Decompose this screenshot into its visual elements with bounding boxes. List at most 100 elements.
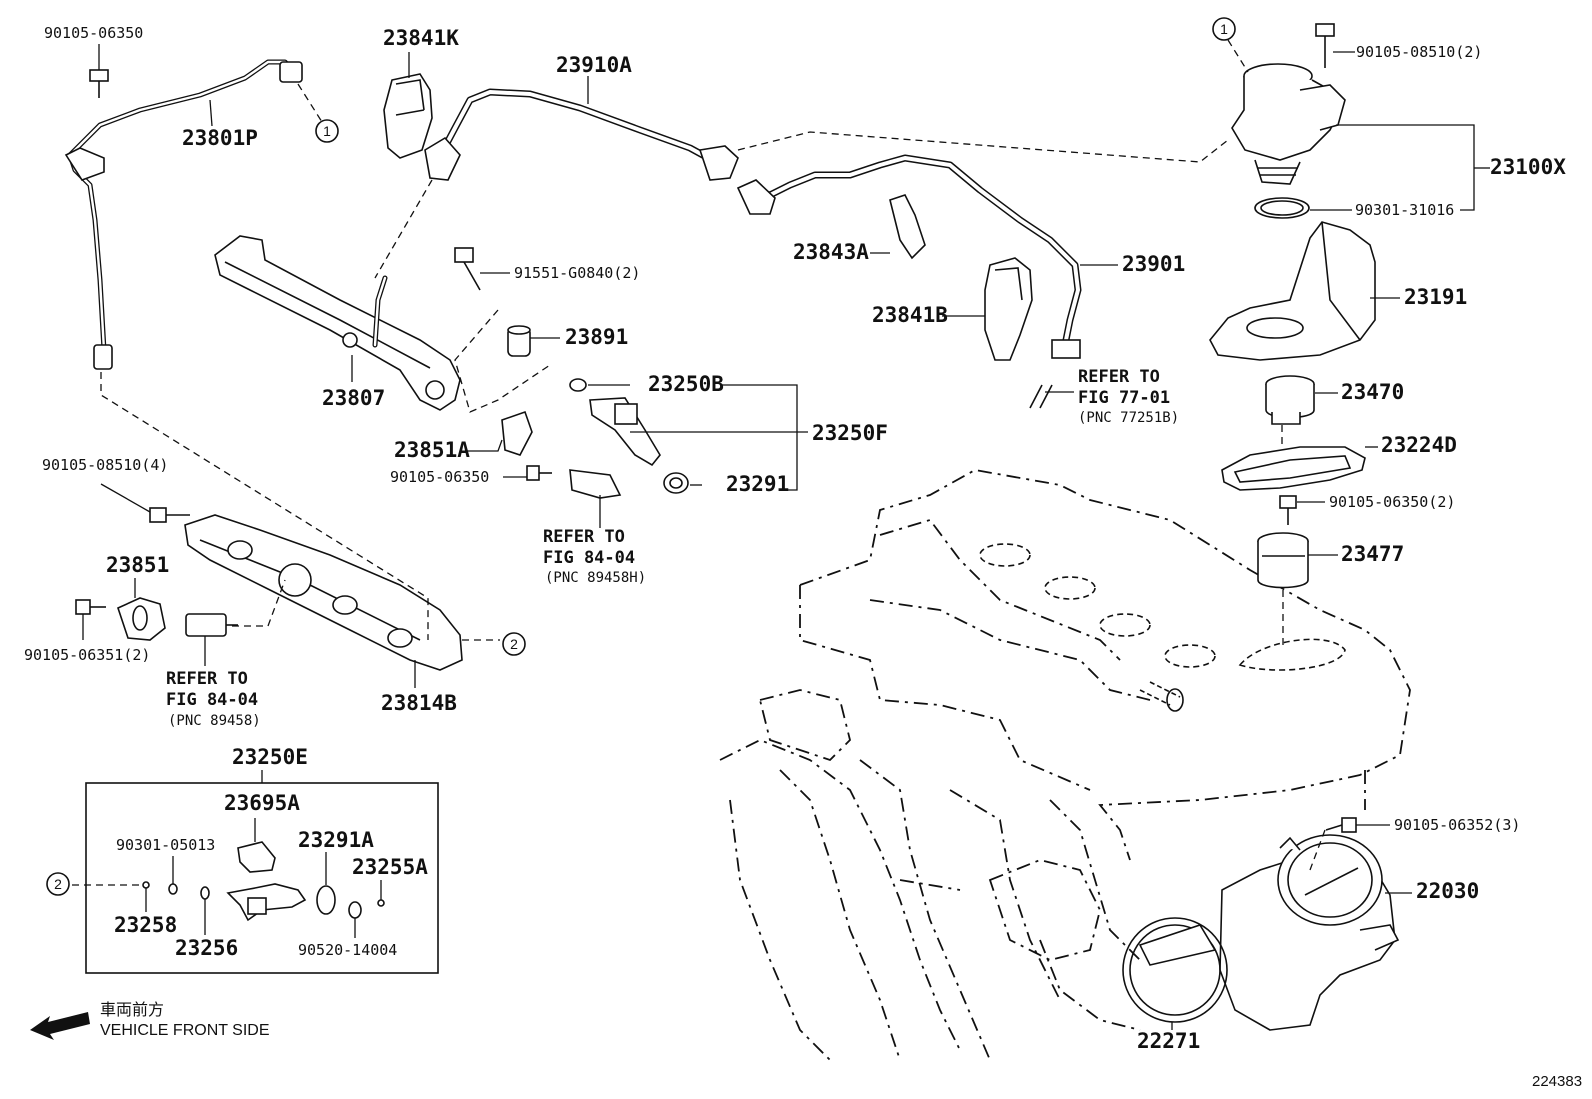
part-label: 23250E	[232, 745, 308, 769]
svg-text:2: 2	[510, 636, 518, 652]
fuel-pipe-23801P	[64, 59, 303, 370]
dashed-relation-lines	[72, 39, 1326, 886]
housing-23477	[1257, 532, 1309, 589]
part-label: 23851A	[394, 438, 470, 462]
sensor-icon	[569, 469, 622, 499]
clamp-23843A	[889, 194, 926, 260]
part-label: 23891	[565, 325, 628, 349]
throttle-body-22030	[1219, 834, 1400, 1031]
bolt-icon	[526, 465, 552, 481]
part-label: 22030	[1416, 879, 1479, 903]
svg-text:2: 2	[54, 876, 62, 892]
svg-text:FIG 84-04: FIG 84-04	[166, 690, 258, 710]
bolt-icon	[1315, 23, 1335, 68]
part-label: 23224D	[1381, 433, 1457, 457]
part-label: 23801P	[182, 126, 258, 150]
svg-text:REFER TO: REFER TO	[166, 669, 248, 689]
fuel-hose-23910A	[424, 88, 739, 181]
part-label: 23814B	[381, 691, 457, 715]
part-label: 23250B	[648, 372, 724, 396]
reference-fig-77-01: REFER TO FIG 77-01 (PNC 77251B)	[1078, 367, 1179, 426]
svg-text:FIG 77-01: FIG 77-01	[1078, 388, 1170, 408]
direction-japanese: 車両前方	[100, 1000, 164, 1019]
part-label: 23477	[1341, 542, 1404, 566]
part-label: 23291	[726, 472, 789, 496]
part-label: 23843A	[793, 240, 869, 264]
part-label: 23695A	[224, 791, 300, 815]
bolt-icon	[89, 69, 109, 98]
svg-text:(PNC 77251B): (PNC 77251B)	[1078, 410, 1179, 426]
part-label: 23258	[114, 913, 177, 937]
callout-circle-2: 2	[46, 872, 70, 896]
cam-cover-ports	[979, 543, 1346, 712]
part-label: 23910A	[556, 53, 632, 77]
part-label: 23250F	[812, 421, 888, 445]
reference-fig-84-04-left: REFER TO FIG 84-04 (PNC 89458)	[166, 669, 261, 729]
part-label: 23255A	[352, 855, 428, 879]
bracket-23851A	[501, 410, 533, 456]
callout-circle-1: 1	[1212, 17, 1236, 41]
bolt-icon	[1279, 495, 1297, 525]
svg-text:(PNC 89458): (PNC 89458)	[168, 713, 261, 729]
lifter-23470	[1265, 375, 1315, 425]
vehicle-front-indicator: 車両前方 VEHICLE FRONT SIDE	[30, 1000, 270, 1040]
o-ring-90301-31016	[1254, 197, 1310, 219]
svg-text:1: 1	[1220, 21, 1228, 37]
part-label: 22271	[1137, 1029, 1200, 1053]
leader-lines	[82, 44, 1490, 1030]
reference-fig-84-04-mid: REFER TO FIG 84-04 (PNC 89458H)	[543, 527, 646, 586]
fuel-rail-23814B	[184, 514, 463, 671]
sensor-icon	[185, 613, 238, 637]
part-label: 23191	[1404, 285, 1467, 309]
part-label: 23841B	[872, 303, 948, 327]
part-label: 90301-05013	[116, 836, 215, 854]
figure-number: 224383	[1532, 1073, 1582, 1090]
engine-outline	[719, 469, 1411, 1061]
callout-circle-2: 2	[502, 632, 526, 656]
part-label: 90105-08510(2)	[1356, 43, 1482, 61]
bolt-icon	[149, 507, 190, 523]
connector-23841B	[984, 257, 1033, 361]
part-label: 90105-08510(4)	[42, 456, 168, 474]
spacer-23891	[507, 325, 531, 357]
fuel-pump-23100X	[1231, 63, 1346, 185]
part-label: 23807	[322, 386, 385, 410]
svg-text:FIG 84-04: FIG 84-04	[543, 548, 635, 568]
part-label: 90301-31016	[1355, 201, 1454, 219]
cover-23851	[117, 597, 166, 641]
insulator-23191	[1209, 221, 1376, 361]
bolt-icon	[1325, 817, 1357, 833]
gasket-23224D	[1221, 446, 1366, 491]
bolt-icon	[454, 247, 481, 291]
part-label: 90105-06352(3)	[1394, 816, 1520, 834]
part-label: 23470	[1341, 380, 1404, 404]
part-label: 90105-06350	[390, 468, 489, 486]
part-label: 23291A	[298, 828, 374, 852]
fuel-injector-23250F	[569, 378, 689, 494]
svg-text:(PNC 89458H): (PNC 89458H)	[545, 570, 646, 586]
bolt-icon	[75, 599, 106, 615]
part-label: 23851	[106, 553, 169, 577]
part-labels: 90105-06350 23801P 23841K 23910A 90105-0…	[24, 24, 1566, 1053]
svg-text:REFER TO: REFER TO	[1078, 367, 1160, 387]
svg-text:REFER TO: REFER TO	[543, 527, 625, 547]
part-label: 91551-G0840(2)	[514, 264, 640, 282]
pipe-ref-icon	[1029, 384, 1053, 409]
part-label: 90105-06350	[44, 24, 143, 42]
connector-23841K	[383, 73, 433, 159]
arrow-left-icon	[30, 1012, 90, 1040]
part-label: 90520-14004	[298, 941, 397, 959]
svg-text:1: 1	[323, 123, 331, 139]
part-label: 23901	[1122, 252, 1185, 276]
part-label: 23100X	[1490, 155, 1566, 179]
part-label: 23256	[175, 936, 238, 960]
direction-english: VEHICLE FRONT SIDE	[100, 1022, 270, 1039]
part-label: 90105-06350(2)	[1329, 493, 1455, 511]
fuel-hose-23901	[736, 154, 1082, 359]
gasket-22271	[1122, 917, 1228, 1023]
part-label: 90105-06351(2)	[24, 646, 150, 664]
callout-circle-1: 1	[315, 119, 339, 143]
fuel-delivery-pipe-23807	[214, 235, 461, 411]
part-label: 23841K	[383, 26, 459, 50]
